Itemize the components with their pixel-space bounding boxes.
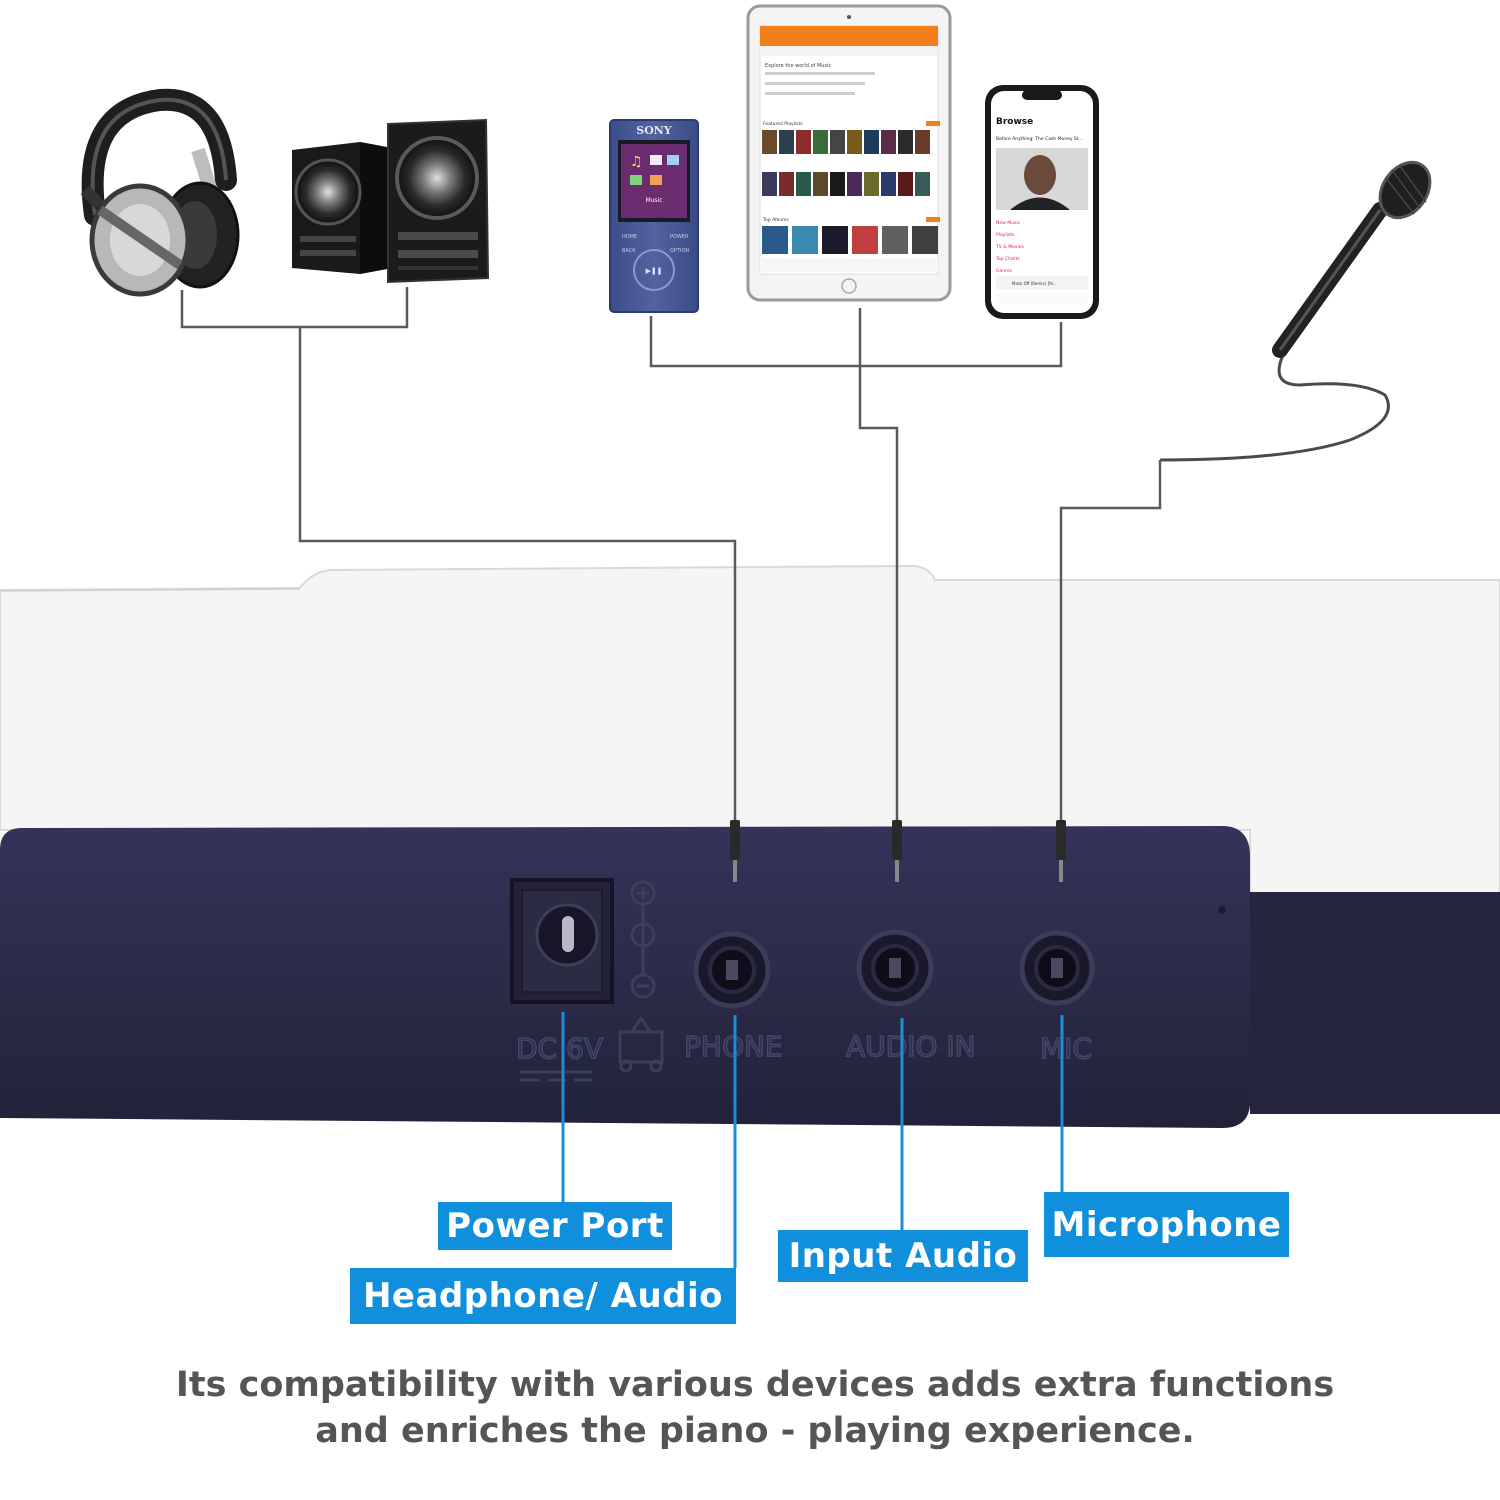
- tablet-section-1: Featured Playlists: [763, 121, 803, 127]
- music-note-icon: ♫: [630, 154, 643, 170]
- speaker-small-icon: [292, 142, 392, 274]
- dc-power-jack: [510, 878, 664, 1082]
- tablet-icon: Explore the world of Music Featured Play…: [746, 4, 952, 302]
- headphones-icon: [80, 88, 240, 297]
- phone-heading: Browse: [996, 117, 1033, 127]
- panel-extension: [1250, 892, 1500, 1114]
- headphone-audio-callout: Headphone/ Audio: [350, 1268, 736, 1324]
- phone-menu-2: TV & Movies: [995, 244, 1025, 250]
- phone-now-playing: Mask Off (Remix) [fe...: [1012, 281, 1057, 286]
- walkman-brand: SONY: [636, 124, 672, 137]
- speaker-large-icon: [387, 118, 490, 284]
- caption-line-2: and enriches the piano - playing experie…: [315, 1411, 1195, 1451]
- phone-menu-3: Top Charts: [995, 256, 1020, 262]
- walkman-power-label: POWER: [670, 234, 689, 240]
- tablet-section-2: Top Albums: [762, 217, 789, 223]
- walkman-screen-label: Music: [645, 197, 662, 204]
- power-adapter-icon: [618, 1015, 664, 1073]
- cables: [180, 287, 1162, 822]
- phone-subheading: Before Anything: The Cash Money St...: [996, 136, 1083, 142]
- phone-menu-0: New Music: [996, 220, 1021, 226]
- keyboard-body: [0, 564, 1500, 896]
- caption-line-1: Its compatibility with various devices a…: [175, 1365, 1335, 1405]
- audio-in-jack: [856, 929, 934, 1007]
- walkman-home-label: HOME: [622, 234, 637, 240]
- caption: Its compatibility with various devices a…: [100, 1362, 1410, 1454]
- port-label-mic: MIC: [1040, 1032, 1092, 1065]
- plug-audio-in: [892, 820, 902, 882]
- leader-lines: [561, 1012, 1064, 1268]
- phone-menu-1: Playlists: [996, 232, 1015, 238]
- album-grid-row-1: [762, 130, 930, 154]
- rear-panel: [0, 826, 1500, 1128]
- album-grid-row-2: [762, 172, 930, 196]
- walkman-player-icon: SONY ♫ Music HOME POWER BACK OPTION ▶❚❚: [609, 119, 699, 313]
- mic-jack: [1019, 930, 1095, 1006]
- smartphone-icon: Browse Before Anything: The Cash Money S…: [985, 85, 1099, 319]
- microphone-icon: [1159, 160, 1432, 462]
- microphone-callout: Microphone: [1044, 1192, 1289, 1257]
- plug-phone: [730, 820, 740, 882]
- port-label-phone: PHONE: [684, 1030, 783, 1063]
- album-grid-row-3: [762, 226, 938, 254]
- plug-mic: [1056, 820, 1066, 882]
- input-audio-callout: Input Audio: [778, 1230, 1028, 1282]
- walkman-back-label: BACK: [622, 248, 636, 254]
- port-label-dc: DC 6V: [516, 1032, 603, 1065]
- phone-jack: [693, 931, 771, 1009]
- power-port-callout: Power Port: [438, 1202, 672, 1250]
- tablet-header-text: Explore the world of Music: [765, 63, 831, 69]
- play-pause-icon: ▶❚❚: [645, 267, 662, 275]
- phone-menu-4: Genres: [996, 268, 1013, 274]
- walkman-option-label: OPTION: [670, 248, 689, 254]
- port-label-audio-in: AUDIO IN: [846, 1030, 976, 1063]
